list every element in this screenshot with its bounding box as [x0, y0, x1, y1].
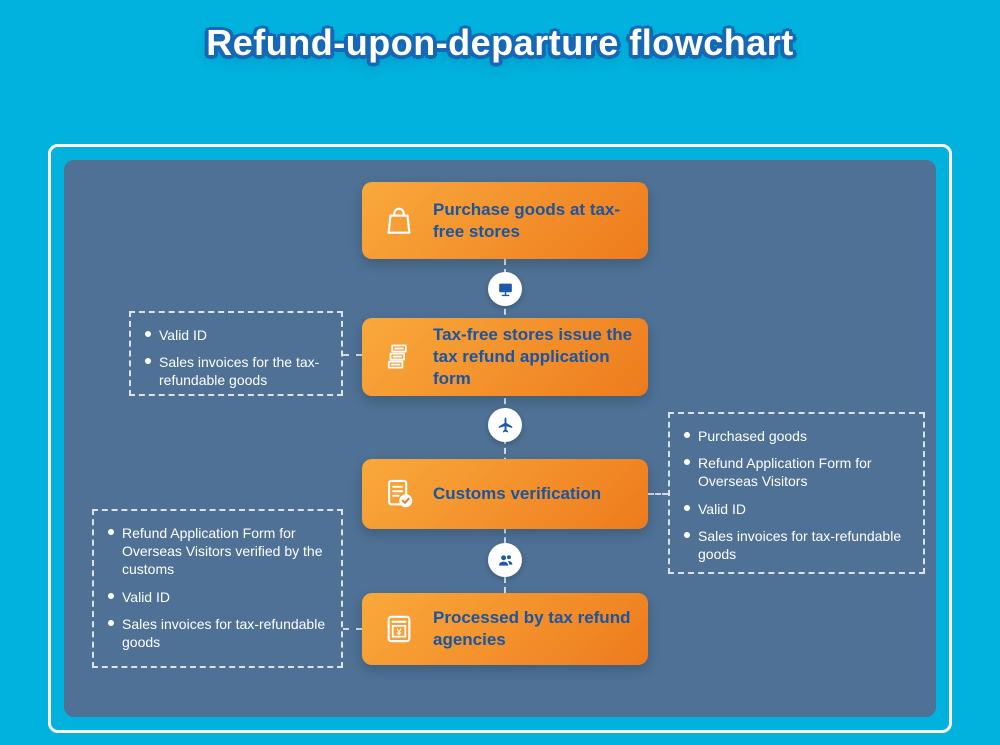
- step-label: Purchase goods at tax-free stores: [433, 199, 621, 241]
- note-item: Valid ID: [108, 588, 327, 606]
- atm-icon: ¥: [380, 611, 418, 647]
- note-store-requirements: Valid ID Sales invoices for the tax-refu…: [129, 311, 343, 396]
- flow-node-store: [488, 272, 522, 306]
- bullet-icon: [108, 592, 114, 599]
- yen-symbol: ¥: [396, 627, 402, 638]
- flow-node-departure: [488, 408, 522, 442]
- note-item-text: Refund Application Form for Overseas Vis…: [698, 455, 872, 490]
- bullet-icon: [684, 432, 690, 438]
- note-item-text: Refund Application Form for Overseas Vis…: [122, 525, 323, 578]
- note-item: Sales invoices for tax-refundable goods: [108, 615, 327, 651]
- note-item-text: Sales invoices for the tax-refundable go…: [159, 354, 320, 389]
- bullet-icon: [108, 619, 114, 626]
- shopping-bag-icon: [380, 203, 418, 239]
- bullet-icon: [145, 331, 151, 337]
- note-connector-store: [343, 354, 362, 356]
- monitor-icon: [496, 280, 515, 299]
- bullet-icon: [684, 531, 690, 538]
- note-item: Purchased goods: [684, 427, 909, 445]
- document-check-icon: [380, 476, 418, 512]
- step-customs-verification: Customs verification: [362, 459, 648, 529]
- note-item-list: Valid ID Sales invoices for the tax-refu…: [145, 326, 327, 390]
- note-item-list: Refund Application Form for Overseas Vis…: [108, 524, 327, 651]
- flow-node-agency: [488, 543, 522, 577]
- note-item-text: Valid ID: [159, 327, 207, 343]
- bullet-icon: [145, 358, 151, 365]
- people-icon: [496, 551, 515, 570]
- note-item-text: Purchased goods: [698, 428, 807, 444]
- step-label: Tax-free stores issue the tax refund app…: [433, 325, 633, 388]
- step-refund-agencies: ¥ Processed by tax refund agencies: [362, 593, 648, 665]
- bullet-icon: [684, 459, 690, 466]
- note-connector-agency: [343, 628, 362, 630]
- note-item: Valid ID: [684, 500, 909, 518]
- note-item: Sales invoices for the tax-refundable go…: [145, 353, 327, 389]
- note-customs-requirements: Purchased goods Refund Application Form …: [668, 412, 925, 574]
- step-label: Processed by tax refund agencies: [433, 608, 631, 649]
- step-purchase-goods: Purchase goods at tax-free stores: [362, 182, 648, 259]
- page-title: Refund-upon-departure flowchart: [206, 22, 794, 63]
- bullet-icon: [108, 529, 114, 535]
- note-connector-customs: [648, 493, 668, 495]
- step-label: Customs verification: [433, 484, 602, 504]
- note-item-text: Valid ID: [122, 588, 170, 605]
- step-issue-refund-form: Tax-free stores issue the tax refund app…: [362, 318, 648, 396]
- note-item: Refund Application Form for Overseas Vis…: [684, 454, 909, 490]
- note-item: Sales invoices for tax-refundable goods: [684, 527, 909, 563]
- note-item-text: Sales invoices for tax-refundable goods: [122, 615, 326, 650]
- note-item-list: Purchased goods Refund Application Form …: [684, 427, 909, 563]
- note-agency-requirements: Refund Application Form for Overseas Vis…: [92, 509, 343, 668]
- airplane-icon: [496, 416, 515, 435]
- note-item: Valid ID: [145, 326, 327, 344]
- receipts-icon: [380, 340, 418, 374]
- note-item-text: Sales invoices for tax-refundable goods: [698, 527, 902, 562]
- note-item: Refund Application Form for Overseas Vis…: [108, 524, 327, 579]
- bullet-icon: [684, 504, 690, 511]
- note-item-text: Valid ID: [698, 500, 746, 517]
